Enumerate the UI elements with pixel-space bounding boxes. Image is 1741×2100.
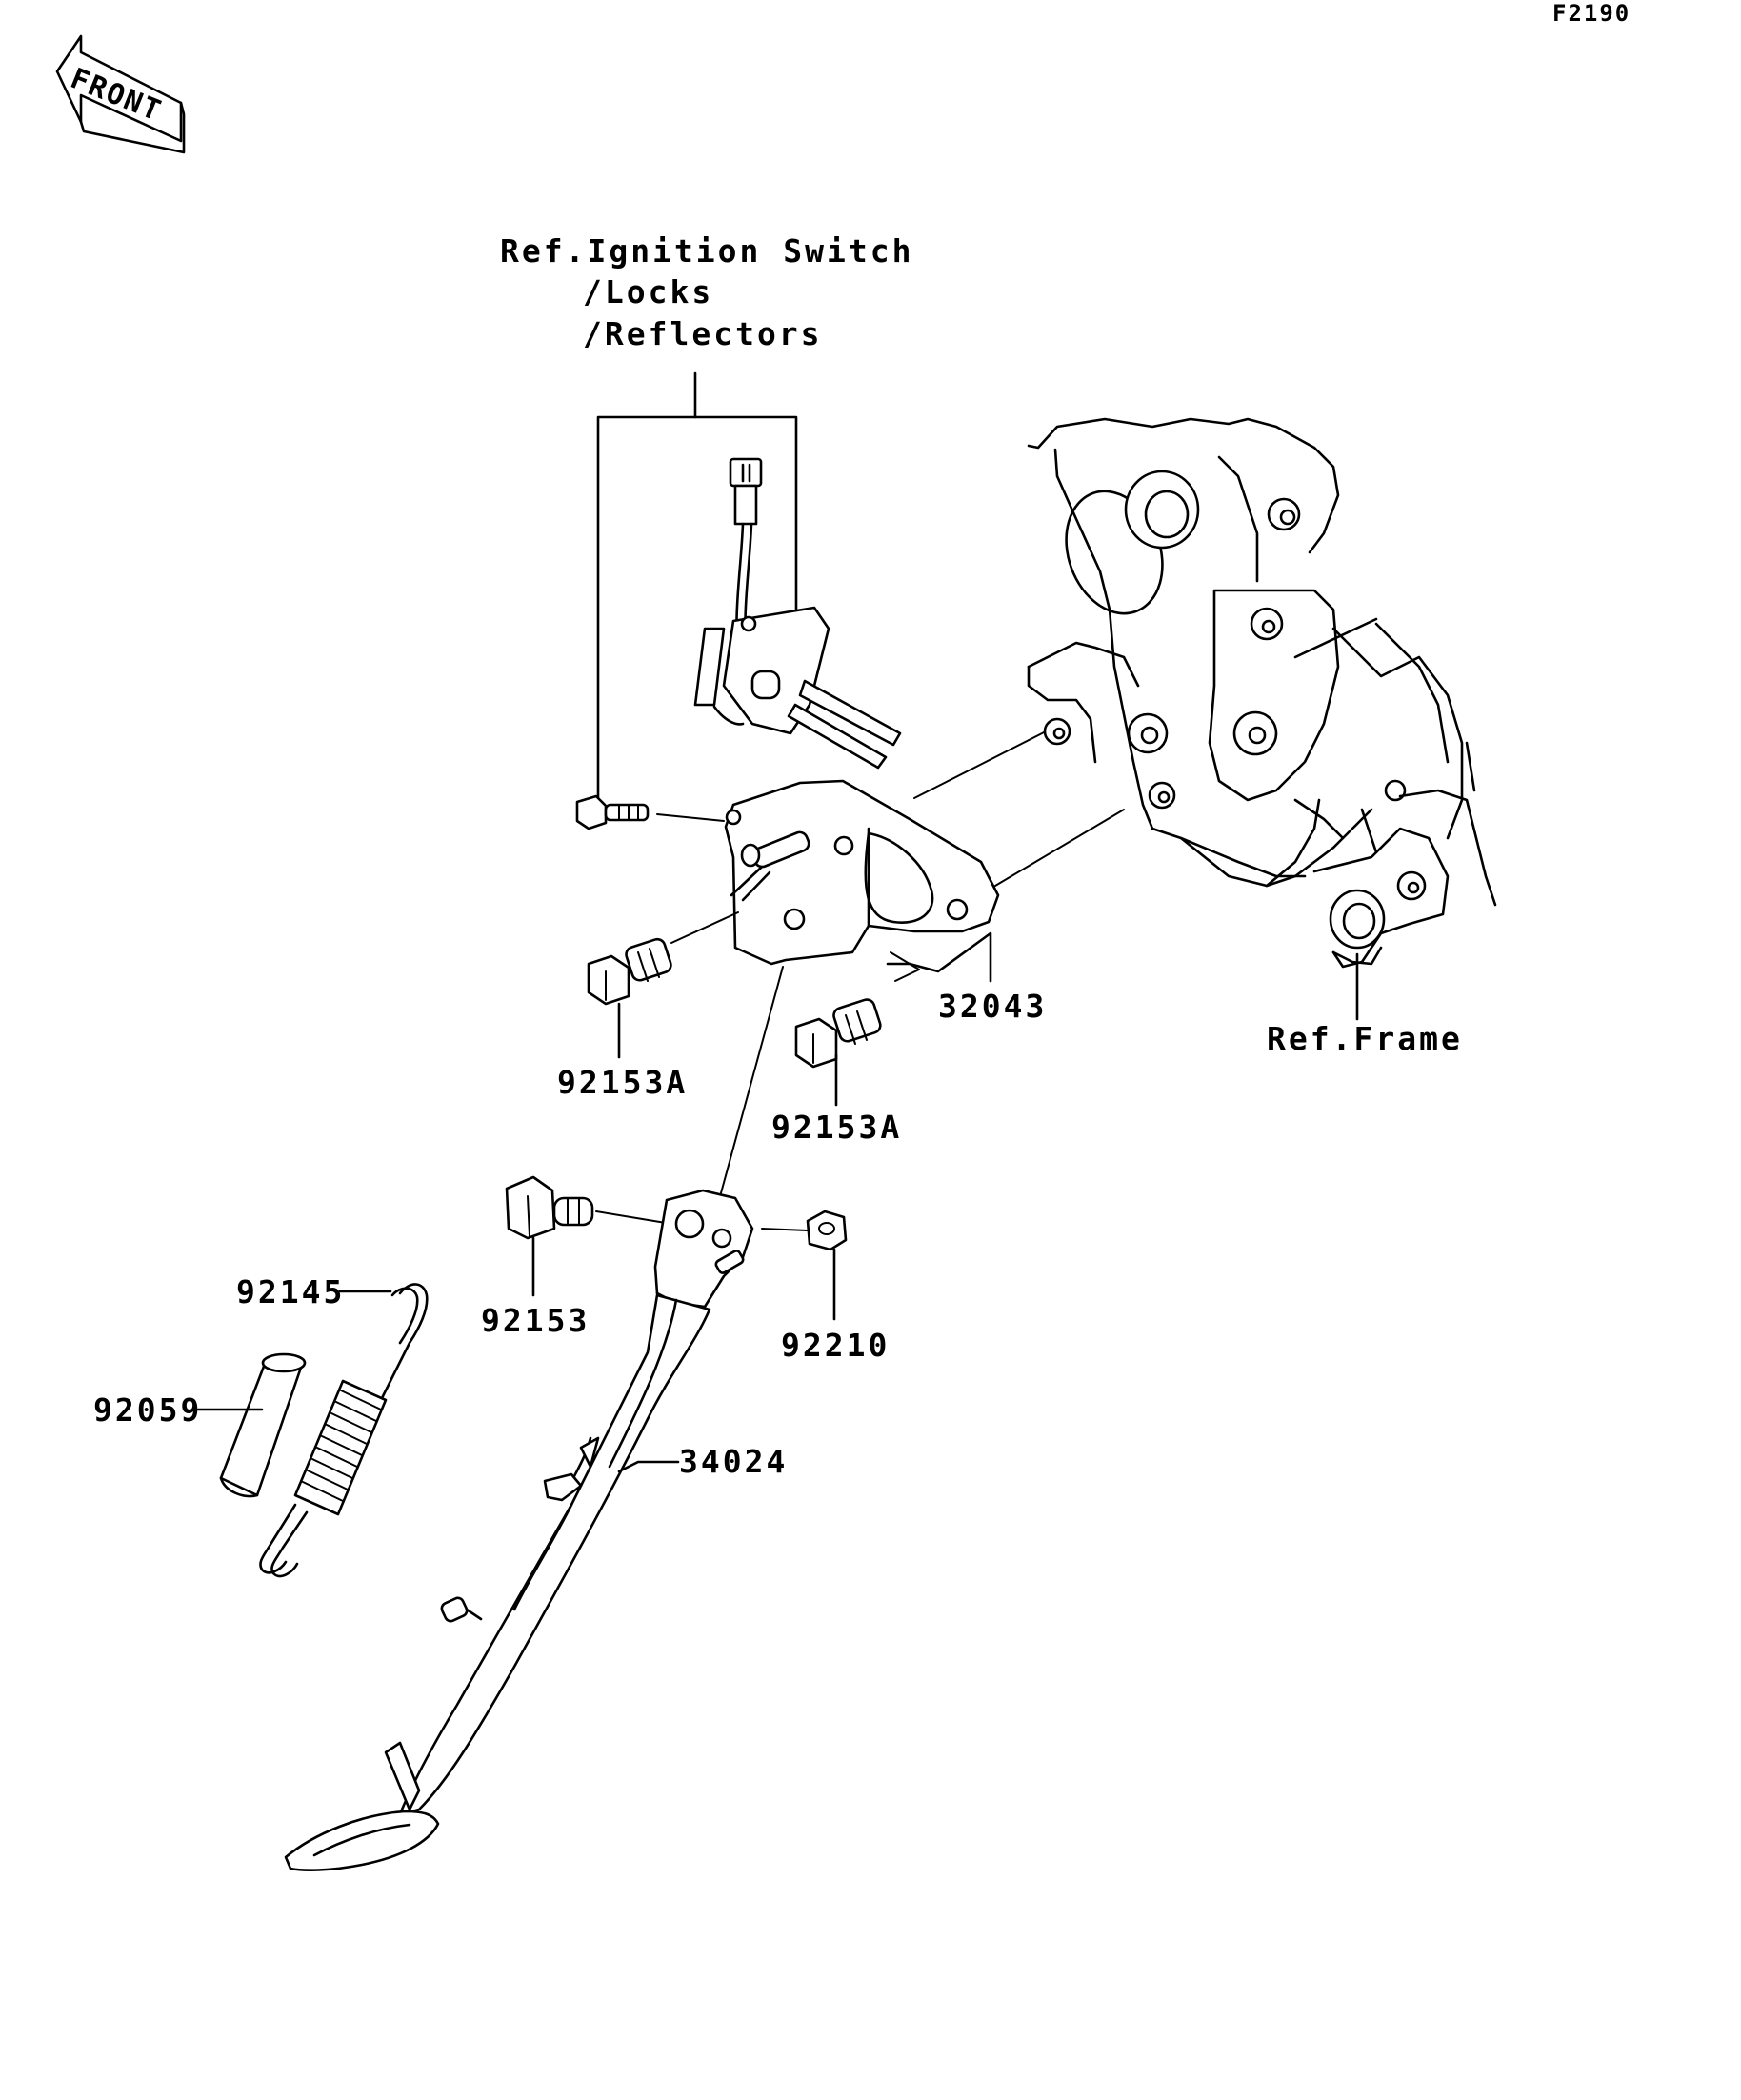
part-number-92145: 92145 bbox=[236, 1273, 345, 1310]
leader-32043 bbox=[886, 931, 992, 983]
nut-icon bbox=[806, 1210, 848, 1251]
ref-ignition-line2: /Locks bbox=[583, 273, 713, 310]
diagram-code: F2190 bbox=[1552, 0, 1631, 27]
stand-pivot-bolt-icon bbox=[505, 1175, 594, 1240]
bracket-bolt-lower-icon bbox=[794, 998, 882, 1069]
bracket-frame-alignment-lines bbox=[656, 730, 1125, 944]
part-number-92059: 92059 bbox=[93, 1391, 202, 1429]
side-stand-icon bbox=[284, 1189, 754, 1871]
stand-bracket-alignment-line bbox=[718, 966, 784, 1201]
ref-frame-label: Ref.Frame bbox=[1267, 1020, 1463, 1057]
part-number-92153: 92153 bbox=[481, 1302, 590, 1339]
ref-ignition-line3: /Reflectors bbox=[583, 315, 823, 352]
ref-ignition-bracket bbox=[596, 371, 798, 810]
ref-ignition-line1: Ref.Ignition Switch bbox=[500, 232, 914, 270]
part-number-92210: 92210 bbox=[781, 1327, 890, 1364]
part-number-32043: 32043 bbox=[938, 988, 1047, 1025]
bracket-bolt-upper-icon bbox=[587, 937, 672, 1006]
spring-icon bbox=[259, 1283, 429, 1578]
bracket-icon bbox=[724, 779, 1000, 966]
sleeve-icon bbox=[219, 1352, 307, 1498]
front-direction-arrow-icon: FRONT bbox=[55, 34, 186, 154]
part-number-34024: 34024 bbox=[679, 1443, 788, 1480]
part-number-92153A-upper: 92153A bbox=[557, 1064, 688, 1101]
leader-34024 bbox=[617, 1460, 680, 1473]
part-number-92153A-lower: 92153A bbox=[771, 1109, 902, 1146]
side-stand-switch-icon bbox=[693, 606, 902, 770]
frame-icon bbox=[1027, 417, 1497, 969]
switch-mount-bolt-icon bbox=[575, 794, 650, 830]
